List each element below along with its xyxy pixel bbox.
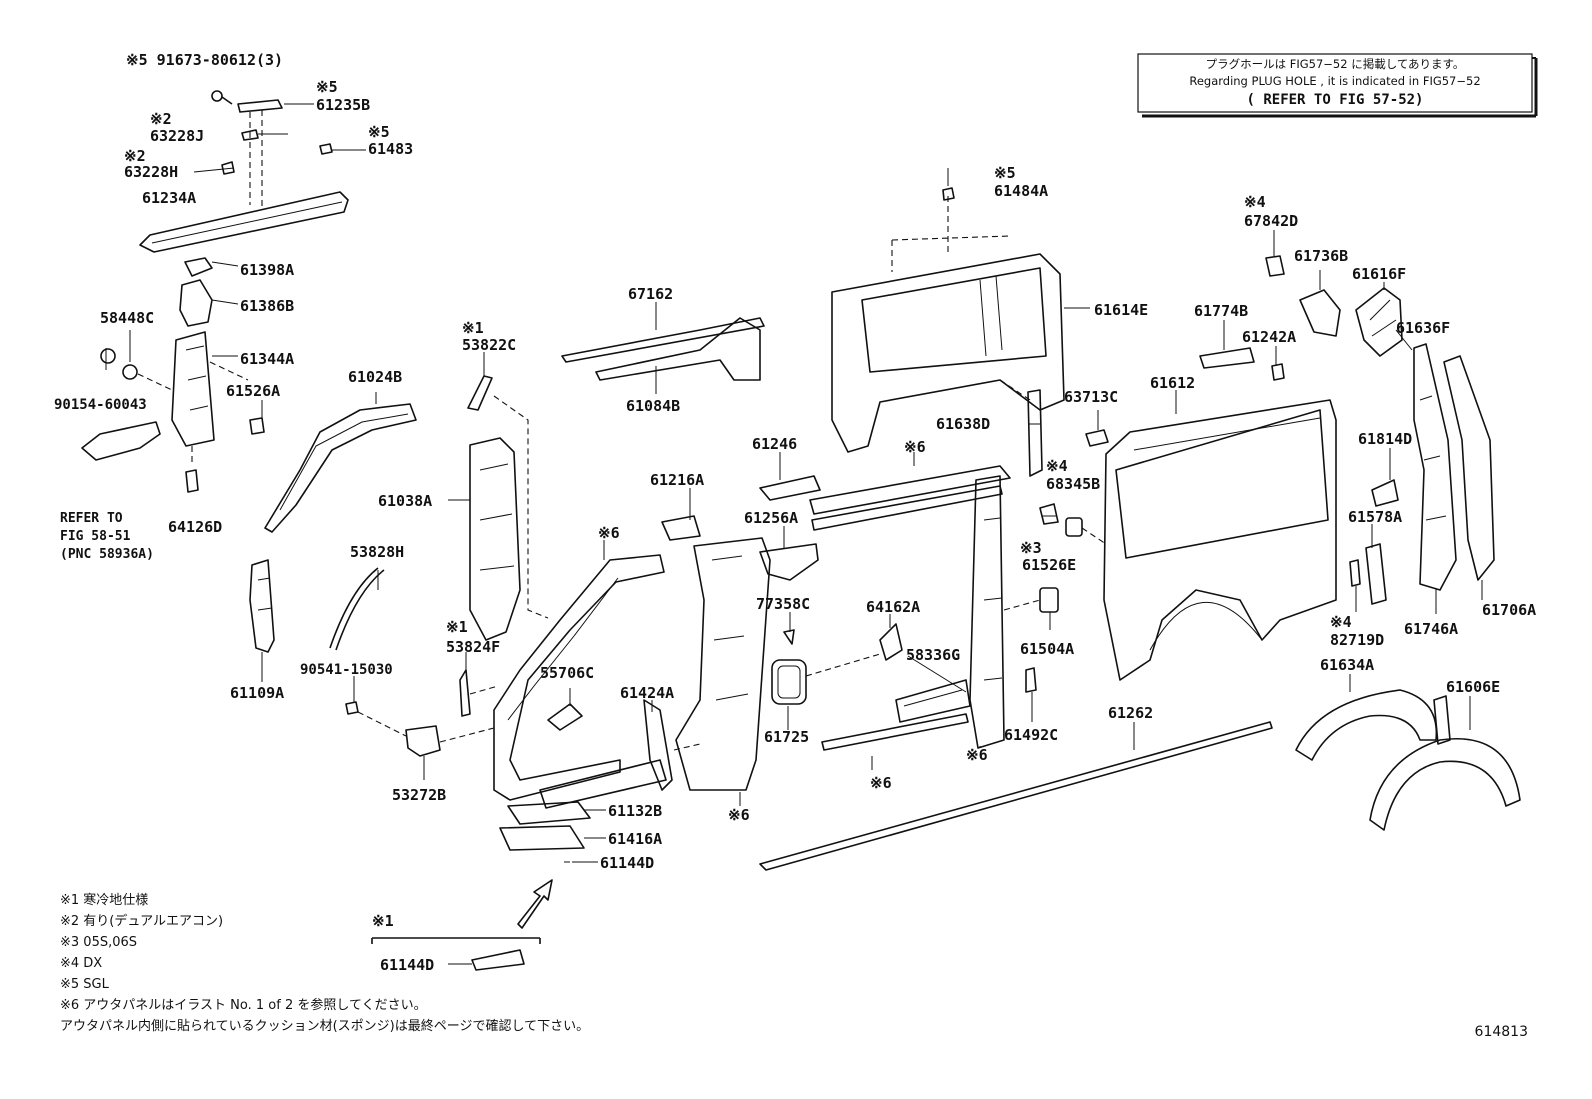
note-mark-5-c: ※5	[994, 164, 1016, 182]
label-61144D-a: 61144D	[600, 854, 654, 872]
refer-to-line-2: FIG 58-51	[60, 529, 131, 544]
label-61262: 61262	[1108, 704, 1153, 722]
note-mark-6-d: ※6	[870, 774, 892, 792]
footnote-4: ※4 DX	[60, 956, 102, 971]
label-61612: 61612	[1150, 374, 1195, 392]
note-mark-5-b: ※5	[368, 123, 390, 141]
label-61416A: 61416A	[608, 830, 662, 848]
label-61638D: 61638D	[936, 415, 990, 433]
refer-to-line-1: REFER TO	[60, 511, 123, 526]
footnote-3: ※3 05S,06S	[60, 935, 137, 950]
note-mark-1-a: ※1	[462, 319, 484, 337]
footnote-2: ※2 有り(デュアルエアコン)	[60, 913, 223, 929]
label-68345B: 68345B	[1046, 475, 1100, 493]
label-63713C: 63713C	[1064, 388, 1118, 406]
label-61483: 61483	[368, 140, 413, 158]
plug-hole-line-en: Regarding PLUG HOLE , it is indicated in…	[1189, 74, 1480, 88]
label-61606E: 61606E	[1446, 678, 1500, 696]
label-61235B: 61235B	[316, 96, 370, 114]
label-91673-80612: ※5 91673-80612(3)	[126, 51, 283, 69]
label-67842D: 67842D	[1244, 212, 1298, 230]
label-61526E: 61526E	[1022, 556, 1076, 574]
label-61578A: 61578A	[1348, 508, 1402, 526]
label-53828H: 53828H	[350, 543, 404, 561]
label-63228J: 63228J	[150, 127, 204, 145]
label-61725: 61725	[764, 728, 809, 746]
note-mark-4-b: ※4	[1244, 193, 1266, 211]
note-mark-3: ※3	[1020, 539, 1042, 557]
label-61038A: 61038A	[378, 492, 432, 510]
label-61386B: 61386B	[240, 297, 294, 315]
label-61084B: 61084B	[626, 397, 680, 415]
plug-hole-line-ref: ( REFER TO FIG 57-52)	[1246, 92, 1423, 108]
label-90541-15030: 90541-15030	[300, 662, 393, 678]
note-mark-6-e: ※6	[966, 746, 988, 764]
label-61616F: 61616F	[1352, 265, 1406, 283]
label-90154-60043: 90154-60043	[54, 397, 147, 413]
label-61736B: 61736B	[1294, 247, 1348, 265]
plug-hole-reference-box: プラグホールは FIG57−52 に掲載してあります。 Regarding PL…	[1137, 53, 1538, 118]
note-mark-2-b: ※2	[124, 147, 146, 165]
note-mark-6-b: ※6	[728, 806, 750, 824]
label-61256A: 61256A	[744, 509, 798, 527]
label-61526A: 61526A	[226, 382, 280, 400]
note-mark-6-c: ※6	[904, 438, 926, 456]
label-61774B: 61774B	[1194, 302, 1248, 320]
label-61492C: 61492C	[1004, 726, 1058, 744]
note-mark-4-a: ※4	[1046, 457, 1068, 475]
refer-to-line-3: (PNC 58936A)	[60, 547, 154, 562]
label-61242A: 61242A	[1242, 328, 1296, 346]
plug-hole-line-jp: プラグホールは FIG57−52 に掲載してあります。	[1206, 57, 1465, 71]
label-58336G: 58336G	[906, 646, 960, 664]
label-55706C: 55706C	[540, 664, 594, 682]
part-labels: ※5 91673-80612(3) ※5 61235B ※2 63228J ※5…	[54, 51, 1536, 974]
label-53272B: 53272B	[392, 786, 446, 804]
label-61424A: 61424A	[620, 684, 674, 702]
footnote-5: ※5 SGL	[60, 977, 110, 992]
label-64126D: 64126D	[168, 518, 222, 536]
label-61504A: 61504A	[1020, 640, 1074, 658]
label-61746A: 61746A	[1404, 620, 1458, 638]
label-61344A: 61344A	[240, 350, 294, 368]
note-mark-5-a: ※5	[316, 78, 338, 96]
note-mark-1-c: ※1	[372, 912, 394, 930]
label-61246: 61246	[752, 435, 797, 453]
label-61614E: 61614E	[1094, 301, 1148, 319]
label-53824F: 53824F	[446, 638, 500, 656]
label-61634A: 61634A	[1320, 656, 1374, 674]
footnote-6: ※6 アウタパネルはイラスト No. 1 of 2 を参照してください。	[60, 997, 427, 1013]
label-61109A: 61109A	[230, 684, 284, 702]
label-61814D: 61814D	[1358, 430, 1412, 448]
footnote-7: アウタパネル内側に貼られているクッション材(スポンジ)は最終ページで確認して下さ…	[60, 1018, 589, 1034]
note-mark-4-c: ※4	[1330, 613, 1352, 631]
note-mark-2-a: ※2	[150, 110, 172, 128]
label-61216A: 61216A	[650, 471, 704, 489]
figure-number: 614813	[1475, 1024, 1528, 1040]
note-mark-6-a: ※6	[598, 524, 620, 542]
label-77358C: 77358C	[756, 595, 810, 613]
label-61234A: 61234A	[142, 189, 196, 207]
label-61706A: 61706A	[1482, 601, 1536, 619]
note-mark-1-b: ※1	[446, 618, 468, 636]
label-58448C: 58448C	[100, 309, 154, 327]
label-61024B: 61024B	[348, 368, 402, 386]
label-82719D: 82719D	[1330, 631, 1384, 649]
label-61636F: 61636F	[1396, 319, 1450, 337]
label-63228H: 63228H	[124, 163, 178, 181]
label-61398A: 61398A	[240, 261, 294, 279]
label-61132B: 61132B	[608, 802, 662, 820]
footnote-1: ※1 寒冷地仕様	[60, 892, 148, 908]
footnotes: ※1 寒冷地仕様 ※2 有り(デュアルエアコン) ※3 05S,06S ※4 D…	[60, 892, 589, 1034]
label-61484A: 61484A	[994, 182, 1048, 200]
label-61144D-b: 61144D	[380, 956, 434, 974]
label-53822C: 53822C	[462, 336, 516, 354]
label-64162A: 64162A	[866, 598, 920, 616]
leader-lines	[105, 103, 1483, 965]
part-drawings	[81, 90, 1521, 971]
label-67162: 67162	[628, 285, 673, 303]
